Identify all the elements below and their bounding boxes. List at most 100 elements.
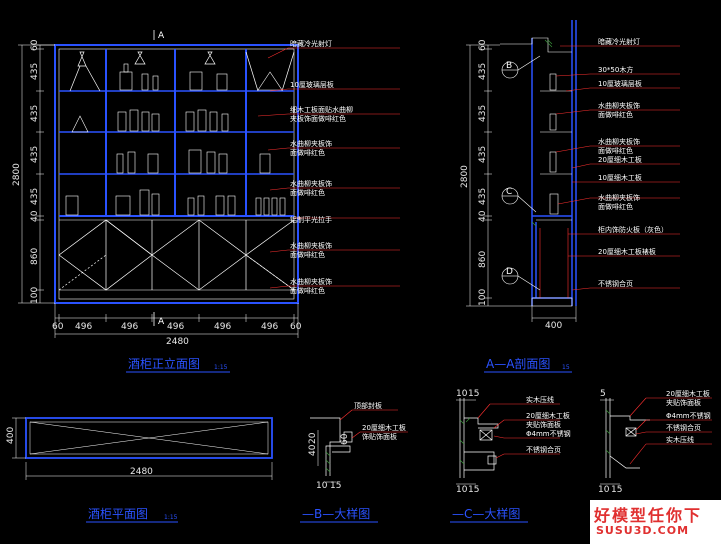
note-board-20: 20厘细木工板 bbox=[598, 155, 642, 164]
plan-depth-value: 400 bbox=[6, 427, 16, 444]
elevation-left-dimension bbox=[18, 44, 55, 304]
note-finish3-line2: 面做啡红色 bbox=[598, 202, 633, 211]
detail-d-note-steel: Φ4mm不锈钢 bbox=[666, 411, 711, 420]
note-finish3-line1: 水曲柳夹板饰 bbox=[598, 193, 640, 202]
note-handle: 铝制平光拉手 bbox=[290, 215, 332, 224]
dim-value: 435 bbox=[478, 105, 488, 122]
callout-d-label: D bbox=[506, 267, 513, 277]
watermark-text: 好模型任你下 bbox=[594, 506, 703, 525]
dim-value: 860 bbox=[478, 251, 488, 268]
spot-light-icon bbox=[204, 51, 216, 65]
detail-c-dim: 10 bbox=[456, 389, 468, 399]
lower-doors bbox=[58, 219, 295, 291]
elevation-view: A A 暗藏冷光射灯 10厘玻璃层板 细木工板面贴水曲柳 夹板饰面做啡红色 水曲… bbox=[12, 30, 400, 373]
section-left-dim-values: 60 435 435 435 435 40 860 100 2800 bbox=[460, 39, 488, 306]
dim-value: 435 bbox=[30, 63, 40, 80]
section-bottom-dimension bbox=[531, 306, 577, 322]
detail-b-note-top: 顶部封板 bbox=[354, 401, 382, 410]
note-board-backing: 20厘细木工板裱板 bbox=[598, 247, 656, 256]
detail-d-view: 20厘细木工板 夹贴饰面板 Φ4mm不锈钢 不锈钢合页 实木压线 5 10 15 bbox=[598, 389, 712, 495]
watermark-url: SUSU3D.COM bbox=[596, 524, 690, 537]
plan-title: 酒柜平面图 bbox=[88, 507, 148, 521]
detail-d-note-board: 20厘细木工板 bbox=[666, 389, 710, 398]
section-mark-top: A bbox=[158, 31, 165, 41]
elevation-notes: 暗藏冷光射灯 10厘玻璃层板 细木工板面贴水曲柳 夹板饰面做啡红色 水曲柳夹板饰… bbox=[290, 39, 353, 295]
elevation-left-dim-values: 60 435 435 435 435 40 860 100 2800 bbox=[12, 39, 40, 304]
detail-c-note-board: 20厘细木工板 bbox=[526, 411, 570, 420]
note-door-line1: 水曲柳夹板饰 bbox=[290, 241, 332, 250]
note-finish-line1: 水曲柳夹板饰 bbox=[290, 139, 332, 148]
cabinet-outer-frame bbox=[54, 44, 299, 304]
callout-b-label: B bbox=[506, 61, 512, 71]
detail-c-dim: 15 bbox=[468, 485, 479, 495]
detail-b-dim: 10 bbox=[316, 481, 328, 491]
section-detail-lines bbox=[500, 37, 573, 307]
detail-c-dim: 15 bbox=[468, 389, 479, 399]
elevation-bottom-dim-values: 60 496 496 496 496 496 60 2480 bbox=[52, 322, 302, 347]
detail-callouts bbox=[501, 55, 541, 291]
note-finish2-line2: 面做啡红色 bbox=[598, 146, 633, 155]
detail-d-note-hinge: 不锈钢合页 bbox=[666, 423, 701, 432]
detail-d-note-moulding: 实木压线 bbox=[666, 435, 694, 444]
spot-light-icon bbox=[134, 51, 146, 65]
detail-c-view: 实木压线 20厘细木工板 夹贴饰面板 Φ4mm不锈钢 不锈钢合页 10 15 1… bbox=[450, 389, 571, 523]
section-left-dimension bbox=[466, 44, 532, 307]
dim-value: 435 bbox=[30, 146, 40, 163]
detail-c-note-steel: Φ4mm不锈钢 bbox=[526, 429, 571, 438]
note-door-line2: 面做啡红色 bbox=[290, 250, 325, 259]
detail-c-note-veneer: 夹贴饰面板 bbox=[526, 420, 561, 429]
elevation-bottom-dimension bbox=[54, 303, 299, 338]
note-spotlight: 暗藏冷光射灯 bbox=[598, 37, 640, 46]
section-leaders bbox=[555, 45, 680, 291]
dim-value: 435 bbox=[30, 105, 40, 122]
detail-b-title: —B—大样图 bbox=[302, 506, 370, 521]
section-scale: 15 bbox=[562, 364, 570, 371]
detail-c-title: —C—大样图 bbox=[452, 506, 520, 521]
detail-b-note-veneer: 饰贴饰面板 bbox=[362, 432, 397, 441]
detail-d-dim: 15 bbox=[611, 485, 622, 495]
dim-value: 435 bbox=[478, 146, 488, 163]
note-glass-shelf: 10厘玻璃层板 bbox=[598, 79, 642, 88]
detail-b-dim: 60 bbox=[340, 433, 350, 445]
dim-value: 60 bbox=[52, 322, 64, 332]
detail-c-note-hinge: 不锈钢合页 bbox=[526, 445, 561, 454]
dim-value: 60 bbox=[30, 39, 40, 51]
plan-width-value: 2480 bbox=[130, 467, 153, 477]
detail-b-dim: 20 bbox=[308, 432, 318, 444]
plan-scale: 1:15 bbox=[164, 514, 178, 521]
note-base-line1: 水曲柳夹板饰 bbox=[290, 277, 332, 286]
dim-value: 100 bbox=[30, 287, 40, 304]
note-hinge: 不锈钢合页 bbox=[598, 279, 633, 288]
dim-value: 860 bbox=[30, 248, 40, 265]
detail-d-dim: 10 bbox=[598, 485, 610, 495]
note-base-line2: 面做啡红色 bbox=[290, 286, 325, 295]
section-mark-bottom: A bbox=[158, 317, 165, 327]
detail-c-dim: 10 bbox=[456, 485, 468, 495]
total-height-value: 2800 bbox=[460, 165, 470, 188]
note-finish1-line1: 水曲柳夹板饰 bbox=[598, 101, 640, 110]
note-batten: 30*50木方 bbox=[598, 65, 633, 74]
note-panel-line1: 细木工板面贴水曲柳 bbox=[290, 105, 353, 114]
note-finish-line2: 面做啡红色 bbox=[290, 148, 325, 157]
total-height-value: 2800 bbox=[12, 163, 22, 186]
elevation-title: 酒柜正立面图 bbox=[128, 356, 200, 371]
total-width-value: 2480 bbox=[166, 337, 189, 347]
section-outline bbox=[531, 20, 577, 306]
note-finish2-line2: 面做啡红色 bbox=[290, 188, 325, 197]
watermark-logo: 好模型任你下 SUSU3D.COM bbox=[590, 500, 721, 544]
section-title: A—A剖面图 bbox=[486, 357, 550, 371]
dim-value: 496 bbox=[121, 322, 138, 332]
detail-b-dim: 40 bbox=[308, 444, 318, 456]
note-panel-line2: 夹板饰面做啡红色 bbox=[290, 114, 346, 123]
note-fireproof: 柜内饰防火板（灰色） bbox=[598, 225, 668, 234]
bottle-icon bbox=[189, 71, 203, 91]
note-finish2-line1: 水曲柳夹板饰 bbox=[598, 137, 640, 146]
detail-b-dim: 15 bbox=[330, 481, 341, 491]
dim-value: 435 bbox=[478, 188, 488, 205]
bottles bbox=[65, 63, 286, 216]
dim-value: 60 bbox=[290, 322, 302, 332]
elevation-leaders bbox=[257, 47, 400, 289]
spot-lights bbox=[69, 51, 295, 92]
